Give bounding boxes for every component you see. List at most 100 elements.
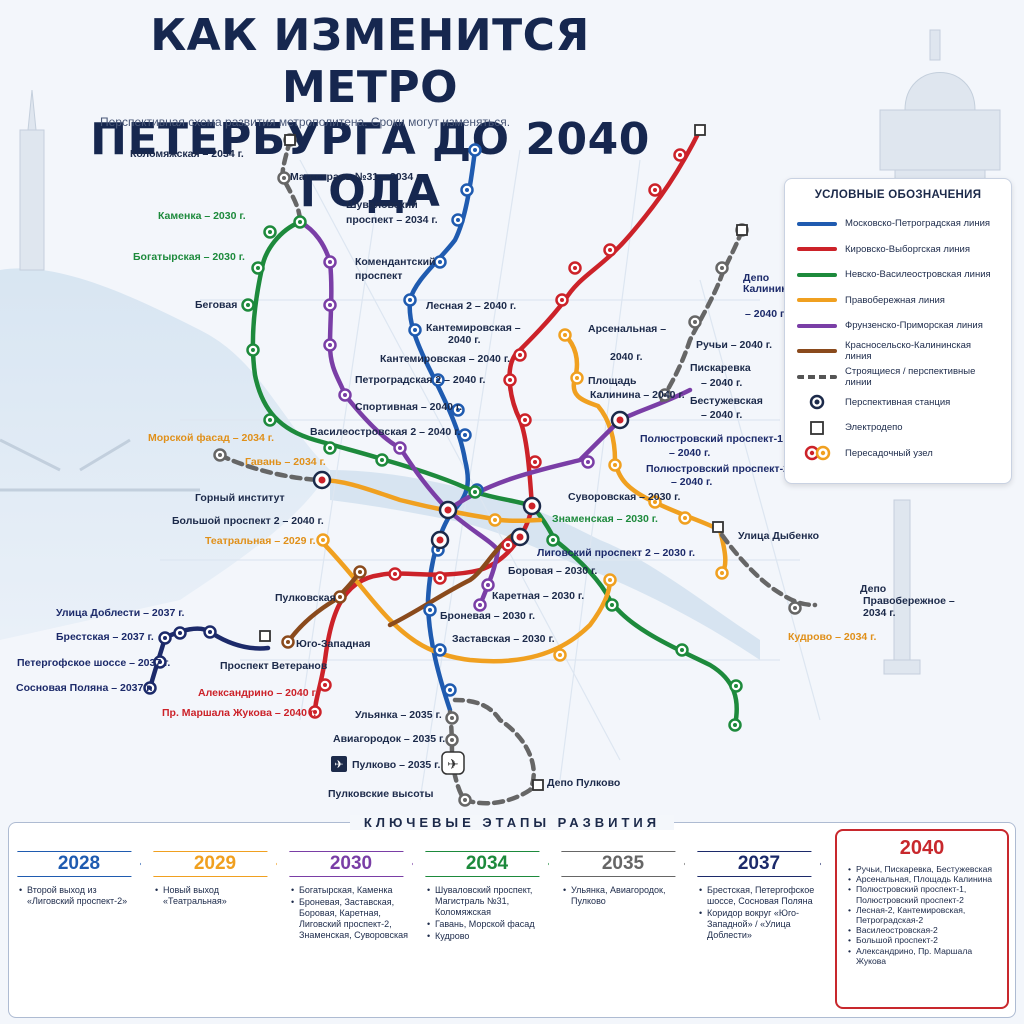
station-dot [208, 630, 212, 634]
station-label: Бестужевская [690, 395, 763, 407]
station-dot [613, 463, 617, 467]
depot-icon [712, 521, 724, 533]
plane-glyph-2: ✈ [334, 759, 343, 771]
stage-item: Коридор вокруг «Юго-Западной» / «Улица Д… [697, 908, 821, 941]
station-dot [463, 798, 467, 802]
legend-row: Пересадочный узел [797, 441, 999, 467]
station-dot [343, 393, 347, 397]
stage-2030: 2030Богатырская, КаменкаБроневая, Застав… [289, 851, 413, 942]
station-label: Большой проспект 2 – 2040 г. [172, 515, 324, 527]
station-label: Брестская – 2037 г. [56, 631, 154, 643]
legend: УСЛОВНЫЕ ОБОЗНАЧЕНИЯ Московско-Петроград… [784, 178, 1012, 484]
station-dot [473, 490, 477, 494]
neva-river [330, 470, 760, 660]
station-dot [438, 648, 442, 652]
airport-icon [331, 756, 347, 772]
station-dot [586, 460, 590, 464]
station-icon [797, 393, 837, 411]
stage-year: 2034 [425, 851, 549, 877]
stage-2040-item: Лесная-2, Кантемировская, Петроградская-… [847, 905, 997, 925]
station-dot [428, 608, 432, 612]
legend-swatch [797, 349, 837, 354]
legend-row: Московско-Петроградская линия [797, 211, 999, 237]
station-dot [448, 688, 452, 692]
station-dot [148, 686, 152, 690]
station-dot [313, 710, 317, 714]
station-dot [610, 603, 614, 607]
station-label: Шуваловский [346, 199, 418, 211]
legend-row: Правобережная линия [797, 288, 999, 314]
legend-title: УСЛОВНЫЕ ОБОЗНАЧЕНИЯ [814, 189, 982, 201]
station-label: Пискаревка [690, 362, 751, 374]
station-label: Комендантский [355, 256, 436, 268]
station-dot [178, 631, 182, 635]
transfer-dot [616, 416, 624, 424]
station-dot [486, 583, 490, 587]
station-dot [733, 723, 737, 727]
title-line-2: ПЕТЕРБУРГА ДО 2040 ГОДА [90, 114, 650, 217]
station-label: Улица Доблести – 2037 г. [56, 607, 185, 619]
station-label: Кудрово – 2034 г. [788, 631, 876, 643]
station-label: 2040 г. [448, 334, 481, 346]
station-label: Полюстровский проспект-2 [646, 463, 789, 475]
legend-label: Красносельско-Калининская линия [845, 340, 972, 363]
station-dot [608, 248, 612, 252]
station-dot [551, 538, 555, 542]
station-dot [328, 343, 332, 347]
stage-2040: 2040 Ручьи, Пискаревка, БестужевскаяАрсе… [835, 829, 1009, 1009]
stage-year: 2028 [17, 851, 141, 877]
legend-row: Красносельско-Калининская линия [797, 339, 999, 365]
legend-row: Невско-Василеостровская линия [797, 262, 999, 288]
legend-label: Фрунзенско-Приморская линия [845, 320, 983, 332]
station-dot [533, 460, 537, 464]
station-dot [456, 408, 460, 412]
station-label: Проспект Ветеранов [220, 660, 328, 672]
station-label: Арсенальная – [588, 323, 666, 335]
station-dot [438, 260, 442, 264]
station-label: Морской фасад – 2034 г. [148, 432, 274, 444]
stage-item: Броневая, Заставская, Боровая, Каретная,… [289, 897, 413, 941]
stage-item: Шуваловский проспект, Магистраль №31, Ко… [425, 885, 549, 918]
station-label: Пулковская [275, 592, 336, 604]
legend-label: Невско-Василеостровская линия [845, 269, 991, 281]
station-label: Кантемировская – [426, 322, 521, 334]
station-label: – 2040 г. [701, 409, 742, 421]
legend-label: Пересадочный узел [845, 447, 933, 459]
station-label: Спортивная – 2040 г. [355, 401, 462, 413]
station-dot [338, 595, 342, 599]
stage-2029: 2029Новый выход «Театральная» [153, 851, 277, 908]
station-label: Знаменская – 2030 г. [552, 513, 658, 525]
stage-2040-item: Арсенальная, Площадь Калинина [847, 874, 997, 884]
station-dot [720, 266, 724, 270]
station-dot [734, 684, 738, 688]
stage-items: Ульянка, Авиагородок, Пулково [561, 885, 685, 907]
station-dot [693, 320, 697, 324]
station-label: Ульянка – 2035 г. [355, 709, 442, 721]
station-label: Пулковские высоты [328, 788, 434, 800]
station-label: Юго-Западная [296, 638, 371, 650]
legend-swatch [797, 247, 837, 252]
depot-icon [797, 419, 837, 437]
station-dot [793, 606, 797, 610]
stage-year: 2037 [697, 851, 821, 877]
station-label: Пр. Маршала Жукова – 2040 г. [162, 707, 316, 719]
station-dot [321, 538, 325, 542]
station-dot [323, 683, 327, 687]
station-label: проспект – 2034 г. [346, 214, 438, 226]
station-dot [328, 260, 332, 264]
station-label: – 2040 г. [671, 476, 712, 488]
stage-2040-list: Ручьи, Пискаревка, БестужевскаяАрсенальн… [847, 864, 997, 966]
stage-year: 2029 [153, 851, 277, 877]
depot-icon [259, 630, 271, 642]
title-line-1: КАК ИЗМЕНИТСЯ МЕТРО [150, 10, 590, 113]
station-dot [393, 572, 397, 576]
legend-label: Кировско-Выборгская линия [845, 243, 970, 255]
station-label: Театральная – 2029 г. [205, 535, 316, 547]
station-label: Петроградская 2 – 2040 г. [355, 374, 485, 386]
station-dot [653, 500, 657, 504]
station-dot [518, 353, 522, 357]
station-dot [268, 230, 272, 234]
metro-stations: ✈✈ [143, 124, 802, 807]
station-label: Лесная 2 – 2040 г. [426, 300, 516, 312]
stage-item: Новый выход «Театральная» [153, 885, 277, 907]
